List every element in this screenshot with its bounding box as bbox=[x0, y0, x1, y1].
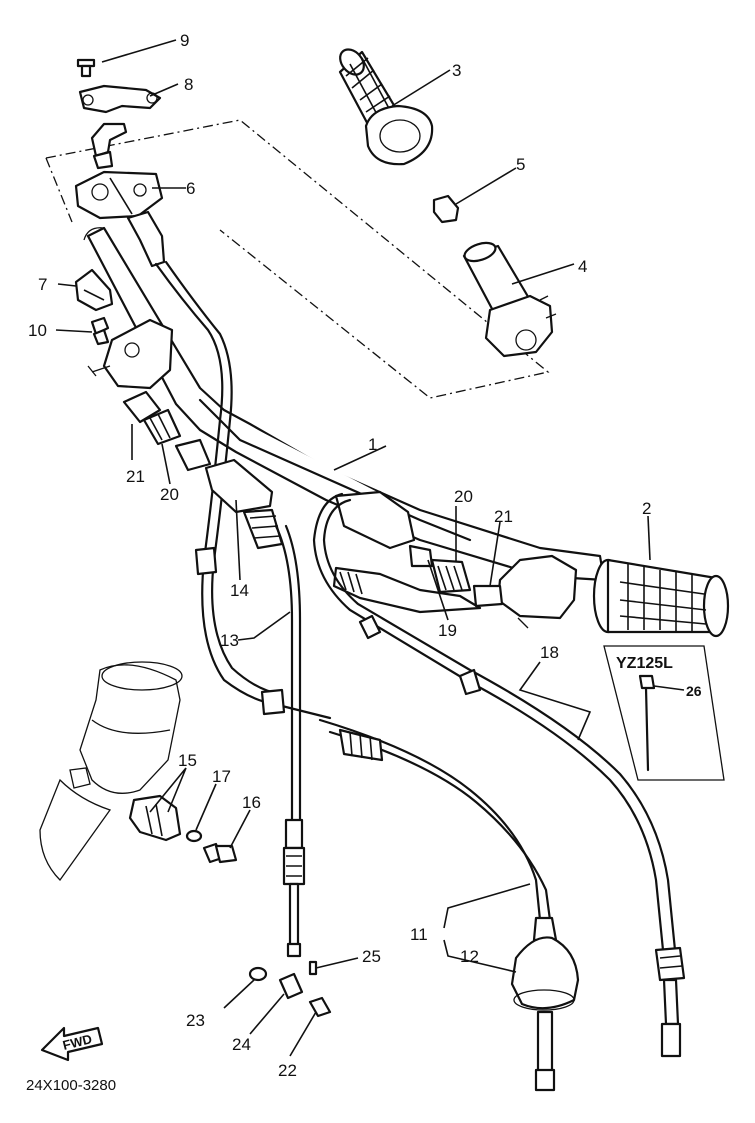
clamp-bolt bbox=[202, 842, 238, 864]
cable-adjuster bbox=[204, 458, 306, 958]
grip-right bbox=[592, 558, 730, 638]
callout-20-right: 20 bbox=[454, 487, 473, 506]
callout-1: 1 bbox=[368, 435, 377, 454]
washer bbox=[185, 829, 203, 843]
callout-9: 9 bbox=[180, 31, 189, 50]
callout-8: 8 bbox=[184, 75, 193, 94]
throttle-cap bbox=[432, 194, 460, 224]
throttle-cable-head bbox=[90, 122, 166, 268]
housing-cover bbox=[74, 268, 114, 312]
callout-14: 14 bbox=[230, 581, 249, 600]
variant-box: YZ125L bbox=[603, 645, 725, 781]
callout-24: 24 bbox=[232, 1035, 251, 1054]
callout-17: 17 bbox=[212, 767, 231, 786]
callout-20-left: 20 bbox=[160, 485, 179, 504]
fwd-arrow: FWD bbox=[40, 1026, 104, 1062]
leader-lines bbox=[55, 39, 651, 1057]
adjuster-right bbox=[334, 490, 504, 608]
small-hardware bbox=[248, 960, 332, 1018]
throttle-grip-sleeve bbox=[462, 241, 557, 358]
part-25-clip bbox=[308, 960, 318, 976]
housing-bolt bbox=[90, 316, 110, 346]
callout-18: 18 bbox=[540, 643, 559, 662]
part-24-holder bbox=[278, 972, 304, 1000]
callout-21-right: 21 bbox=[494, 507, 513, 526]
callout-25: 25 bbox=[362, 947, 381, 966]
callout-10: 10 bbox=[28, 321, 47, 340]
drawing-code: 24X100-3280 bbox=[26, 1077, 116, 1094]
exploded-view-outline bbox=[45, 119, 550, 399]
callout-15: 15 bbox=[178, 751, 197, 770]
fwd-arrow-label: FWD bbox=[61, 1031, 93, 1053]
grip-top bbox=[338, 48, 434, 166]
callout-12: 12 bbox=[460, 947, 479, 966]
clutch-cable bbox=[312, 492, 686, 1058]
callout-21-left: 21 bbox=[126, 467, 145, 486]
cover-screw bbox=[76, 58, 96, 78]
variant-box-title: YZ125L bbox=[616, 655, 673, 672]
cover-plate bbox=[78, 84, 162, 114]
callout-3: 3 bbox=[452, 61, 461, 80]
cable-clamp bbox=[128, 794, 182, 842]
callout-5: 5 bbox=[516, 155, 525, 174]
callout-19: 19 bbox=[438, 621, 457, 640]
callout-numbers: 1 2 3 4 5 6 7 8 9 10 11 12 13 14 15 16 1… bbox=[28, 31, 702, 1080]
callout-2: 2 bbox=[642, 499, 651, 518]
carburetor-cable bbox=[318, 718, 580, 1092]
callout-7: 7 bbox=[38, 275, 47, 294]
callout-16: 16 bbox=[242, 793, 261, 812]
part-23-washer bbox=[248, 966, 268, 982]
callout-22: 22 bbox=[278, 1061, 297, 1080]
callout-23: 23 bbox=[186, 1011, 205, 1030]
part-22-pin bbox=[308, 996, 332, 1018]
callout-4: 4 bbox=[578, 257, 587, 276]
callout-6: 6 bbox=[186, 179, 195, 198]
callout-13: 13 bbox=[220, 631, 239, 650]
callout-26: 26 bbox=[686, 683, 702, 699]
adjuster-left bbox=[122, 390, 212, 472]
intake-boot bbox=[39, 661, 183, 882]
callout-11: 11 bbox=[410, 925, 428, 944]
throttle-housing bbox=[74, 170, 164, 220]
lower-handlebar-clamp bbox=[87, 318, 174, 390]
